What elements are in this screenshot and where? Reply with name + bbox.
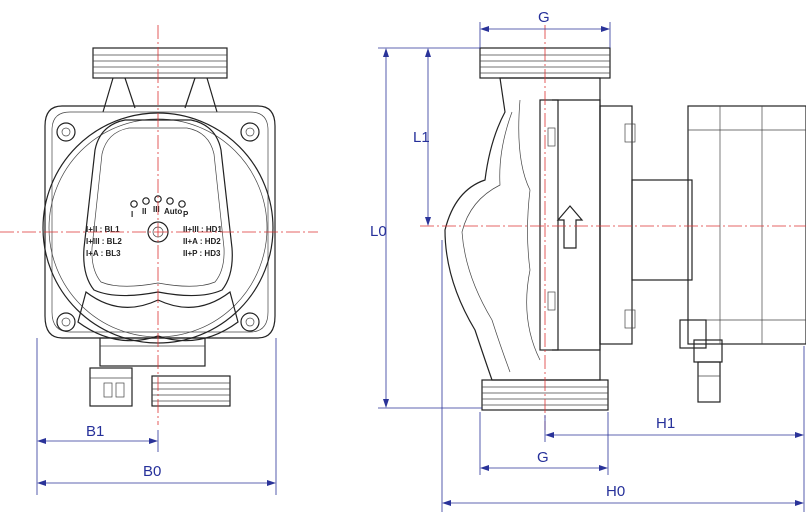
setting-label-hd2: II+A : HD2 <box>183 237 221 246</box>
dimension-h0: H0 <box>606 483 625 500</box>
control-panel-shield <box>83 119 233 297</box>
setting-label-bl3: I+A : BL3 <box>86 249 121 258</box>
dimension-l1: L1 <box>413 129 430 146</box>
setting-label-bl2: I+III : BL2 <box>86 237 122 246</box>
dimension-g-top: G <box>538 9 550 26</box>
pump-volute <box>444 77 601 381</box>
dimension-g-bottom: G <box>537 449 549 466</box>
dimension-b0: B0 <box>143 463 161 480</box>
speed-mark-3: III <box>153 205 160 214</box>
side-view <box>420 25 806 430</box>
top-connection <box>92 47 228 113</box>
speed-mark-2: II <box>142 207 146 216</box>
terminal-box <box>89 337 206 407</box>
dimension-h1: H1 <box>656 415 675 432</box>
speed-mark-1: I <box>131 210 133 219</box>
setting-label-bl1: I+II : BL1 <box>86 225 120 234</box>
flow-direction-arrow-icon <box>556 205 584 249</box>
dimension-l0: L0 <box>370 223 387 240</box>
front-view: I II III Auto P I+II : BL1 I+III : BL2 I… <box>0 25 318 425</box>
speed-mark-p: P <box>183 210 189 219</box>
cable-gland <box>679 319 723 403</box>
dimension-b1: B1 <box>86 423 104 440</box>
speed-mark-auto: Auto <box>164 207 182 216</box>
front-dimensions <box>36 338 277 495</box>
side-dimensions <box>378 22 805 512</box>
setting-label-hd1: II+III : HD1 <box>183 225 222 234</box>
setting-label-hd3: II+P : HD3 <box>183 249 221 258</box>
bottom-connection <box>151 375 231 407</box>
pump-body-outline <box>44 105 276 339</box>
corner-screw-icons <box>56 122 260 332</box>
